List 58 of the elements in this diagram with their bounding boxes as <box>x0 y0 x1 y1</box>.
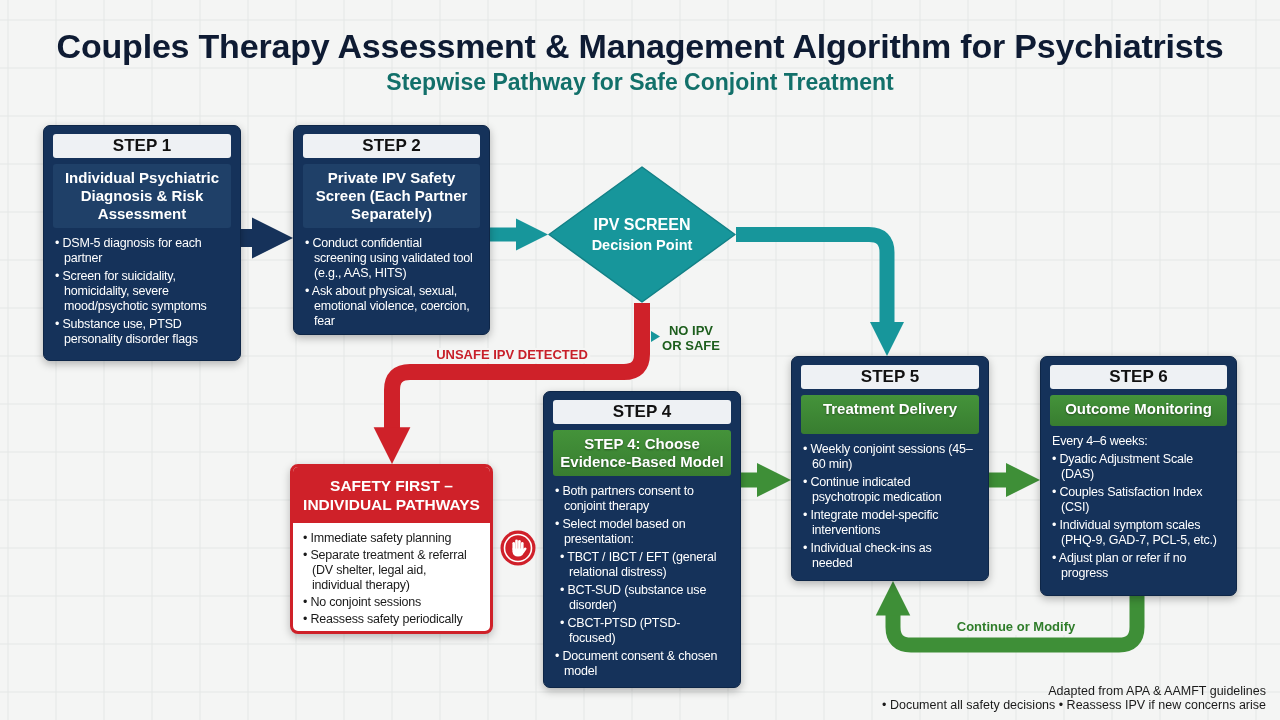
arrow <box>490 218 548 251</box>
footnote: • Document all safety decisions • Reassess IPV if new concerns arise <box>882 698 1266 713</box>
list-text: • DSM-5 diagnosis for each partner <box>55 236 203 266</box>
step-card <box>1040 356 1237 596</box>
step-heading: STEP 5 <box>801 365 979 389</box>
list-text: • Individual symptom scales (PHQ-9, GAD-7, PCL-5, etc.) <box>1052 518 1218 548</box>
step-heading: STEP 1 <box>53 134 231 158</box>
step-title: Treatment Delivery <box>801 395 979 434</box>
decision-heading: IPV SCREEN <box>593 216 691 234</box>
list-text: • TBCT / IBCT / EFT (general relational distress) <box>560 550 718 580</box>
arrow <box>736 227 905 356</box>
alert-heading: SAFETY FIRST – INDIVIDUAL PATHWAYS <box>293 467 490 524</box>
list-text: • Screen for suicidality, homicidality, severe mood/psychotic symptoms <box>55 269 208 314</box>
list-text: • Couples Satisfaction Index (CSI) <box>1052 485 1204 515</box>
arrow <box>989 462 1040 498</box>
list-text: • Integrate model-specific interventions <box>803 508 940 538</box>
list-text: • Document consent & chosen model <box>555 649 719 679</box>
subtitle: Stepwise Pathway for Safe Conjoint Treatment <box>386 69 894 96</box>
step-card <box>293 125 490 335</box>
list-text: • Reassess safety periodically <box>303 612 464 628</box>
step-title: Outcome Monitoring <box>1050 395 1227 426</box>
list-text: • Both partners consent to conjoint therapy <box>555 484 695 514</box>
step-card <box>543 391 741 688</box>
list-text: • Substance use, PTSD personality disorder flags <box>55 317 199 347</box>
list-text: • CBCT-PTSD (PTSD-focused) <box>560 616 682 646</box>
list-text: • Select model based on presentation: <box>555 517 687 547</box>
diagram-title: Couples Therapy Assessment & Management Algorithm for Psychiatrists <box>56 27 1224 67</box>
decision-text: Decision Point <box>591 237 693 253</box>
list-text: • Separate treatment & referral (DV shelter, legal aid, individual therapy) <box>303 548 468 594</box>
step-title: STEP 4: Choose Evidence-Based Model <box>553 430 731 476</box>
list-text: Every 4–6 weeks: <box>1052 434 1149 449</box>
step-title: Private IPV Safety Screen (Each Partner Separately) <box>303 164 480 228</box>
step-heading: STEP 2 <box>303 134 480 158</box>
list-text: • Immediate safety planning <box>303 531 453 547</box>
list-text: • Individual check-ins as needed <box>803 541 933 571</box>
list-text: • Conduct confidential screening using validated tool (e.g., AAS, HITS) <box>305 236 474 281</box>
list-text: • Dyadic Adjustment Scale (DAS) <box>1052 452 1195 482</box>
list-text: • Continue indicated psychotropic medication <box>803 475 943 505</box>
step-card <box>43 125 241 361</box>
edge-label: UNSAFE IPV DETECTED <box>434 348 590 363</box>
arrow <box>741 462 791 498</box>
list-text: • Adjust plan or refer if no progress <box>1052 551 1188 581</box>
list-text: • BCT-SUD (substance use disorder) <box>560 583 708 613</box>
step-heading: STEP 4 <box>553 400 731 424</box>
arrow <box>875 581 1145 653</box>
step-card <box>791 356 989 581</box>
alert-card <box>290 464 493 634</box>
step-heading: STEP 6 <box>1050 365 1227 389</box>
decision-diamond <box>548 166 736 303</box>
arrow <box>241 217 293 259</box>
step-title: Individual Psychiatric Diagnosis & Risk Assessment <box>53 164 231 228</box>
edge-label: Continue or Modify <box>954 620 1078 635</box>
list-text: • Ask about physical, sexual, emotional violence, coercion, fear <box>305 284 471 329</box>
branch-note: NO IPV OR SAFE <box>661 324 721 354</box>
footnote: Adapted from APA & AAMFT guidelines <box>1048 684 1266 699</box>
list-text: • Weekly conjoint sessions (45–60 min) <box>803 442 973 472</box>
list-text: • No conjoint sessions <box>303 595 423 611</box>
arrow <box>373 303 650 464</box>
